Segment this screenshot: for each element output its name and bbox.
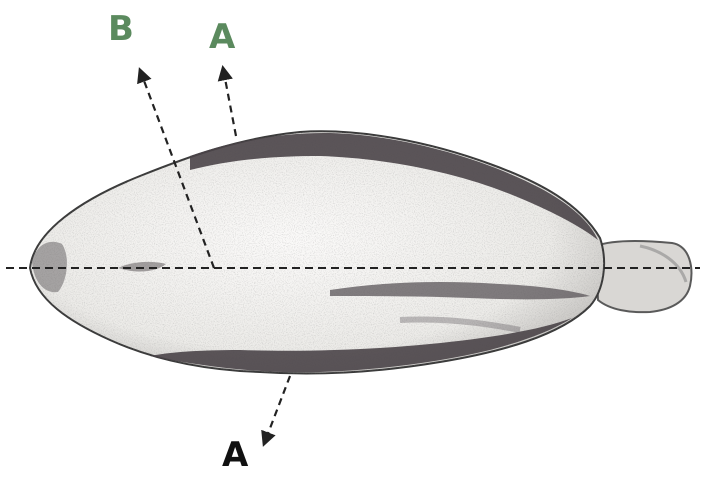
seed-stem: [596, 241, 691, 312]
label-b: B: [108, 12, 135, 46]
label-a-top: A: [209, 20, 236, 54]
a-axis-arrow-bottom: [264, 376, 290, 444]
a-axis-arrow-top: [223, 68, 236, 136]
label-a-bottom: A: [222, 438, 249, 472]
